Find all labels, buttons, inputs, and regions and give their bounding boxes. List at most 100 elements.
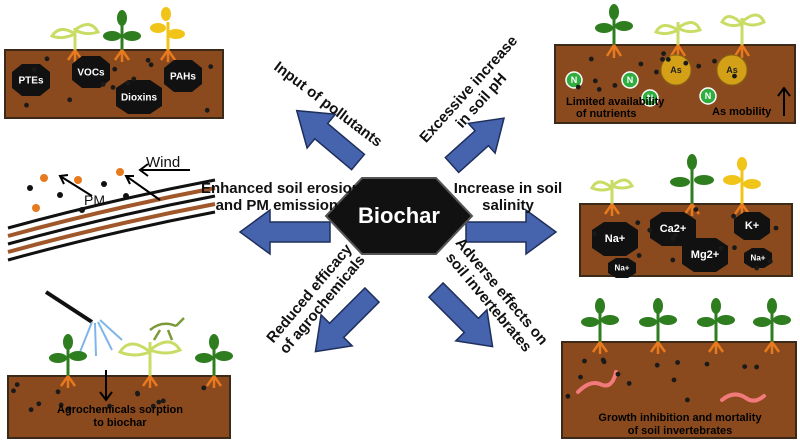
- soil-particle: [28, 407, 34, 413]
- soil-particle: [31, 67, 37, 73]
- soil-particle: [135, 391, 141, 397]
- ion-hexagon: [592, 222, 638, 256]
- soil-particle: [647, 227, 653, 233]
- ph-caption-left-line1: Limited availability: [566, 96, 665, 108]
- grasshopper-icon: [149, 317, 185, 341]
- plant-icon: [697, 298, 735, 354]
- soil-stripe: [7, 194, 216, 246]
- soil-stripe: [7, 178, 216, 230]
- soil-particle: [768, 258, 773, 264]
- arsenic-label: As: [670, 65, 682, 75]
- soil-particle: [672, 232, 678, 238]
- soil-particle: [44, 56, 50, 62]
- wind-label: Wind: [146, 154, 181, 171]
- nitrogen-circle: [641, 89, 659, 107]
- plant-icon: [195, 334, 233, 388]
- soil-particle: [112, 66, 118, 72]
- soil-particle: [24, 102, 29, 108]
- soil-block-agro: [7, 375, 231, 439]
- ion-label: Na+: [614, 263, 630, 273]
- soil-particle: [612, 83, 618, 88]
- soil-particle: [145, 57, 151, 63]
- arrow-to-salinity: [465, 208, 558, 256]
- pollutant-label: VOCs: [77, 67, 105, 79]
- plant-icon: [150, 7, 185, 62]
- soil-particle: [67, 97, 73, 103]
- plant-icon: [720, 13, 766, 58]
- pm-label: PM: [84, 192, 105, 208]
- ion-label: Ca2+: [659, 223, 687, 235]
- plant-icon: [653, 21, 703, 58]
- pollutant-hexagon: [12, 64, 50, 96]
- panel-ph: [554, 4, 796, 124]
- soil-particle: [592, 231, 597, 237]
- effect-label-salinity: Increase in soil salinity: [448, 180, 568, 214]
- soil-particle: [204, 107, 210, 113]
- panel-salinity: [579, 154, 793, 278]
- soil-particle: [638, 61, 644, 67]
- soil-particle: [712, 58, 717, 64]
- arrow-to-agro: [314, 286, 381, 353]
- worm-icon: [576, 370, 618, 394]
- plant-icon: [589, 178, 635, 216]
- panel-invert: [561, 298, 797, 439]
- effect-label-erosion: Enhanced soil erosion and PM emissions: [196, 180, 366, 214]
- arsenic-circle: [716, 54, 748, 86]
- ion-hexagon: [650, 212, 696, 246]
- pollutant-label: PAHs: [170, 71, 196, 83]
- plant-icon: [49, 334, 87, 388]
- soil-particle: [731, 213, 736, 219]
- nitrogen-label: N: [570, 75, 578, 85]
- effect-label-erosion-line1: Enhanced soil erosion: [200, 180, 362, 197]
- ion-hexagon: [608, 258, 636, 278]
- soil-particle: [588, 56, 594, 62]
- soil-particle: [732, 245, 737, 251]
- ion-label: K+: [744, 220, 760, 232]
- arrow-to-erosion: [238, 208, 331, 256]
- soil-particle: [131, 76, 137, 82]
- soil-particle: [754, 364, 759, 370]
- pm-arrow-icon: [58, 174, 93, 197]
- soil-block-invert: [561, 341, 797, 439]
- worm-icon: [720, 392, 766, 403]
- soil-particle: [718, 245, 724, 251]
- agro-caption-line1: Agrochemicals sorption: [57, 404, 183, 416]
- nitrogen-circle: [621, 71, 639, 89]
- soil-particle: [575, 84, 581, 90]
- pollutant-hexagon: [116, 80, 162, 114]
- soil-particle: [55, 389, 61, 395]
- invert-caption-line2: of soil invertebrates: [627, 425, 733, 437]
- plant-icon: [753, 298, 791, 354]
- soil-particle: [596, 87, 602, 92]
- soil-particle: [33, 78, 38, 84]
- soil-particle: [636, 253, 642, 258]
- spray-icon: [79, 319, 123, 357]
- soil-particle: [36, 401, 42, 407]
- nitrogen-label: N: [704, 91, 712, 101]
- soil-particle: [665, 57, 671, 62]
- soil-particle: [654, 362, 660, 368]
- pollutant-hexagon: [72, 56, 110, 88]
- soil-particle: [670, 257, 676, 263]
- soil-particle: [773, 225, 779, 231]
- soil-particle: [201, 385, 207, 391]
- soil-stripe: [7, 202, 216, 254]
- pollutant-hexagon: [164, 60, 202, 92]
- soil-particle: [671, 377, 677, 383]
- soil-stripe: [7, 186, 216, 238]
- soil-particle: [693, 207, 699, 212]
- soil-particle: [565, 393, 571, 399]
- nitrogen-label: N: [626, 75, 634, 85]
- soil-particle: [661, 51, 666, 56]
- effect-label-erosion-line2: and PM emissions: [215, 197, 347, 214]
- plant-icon: [103, 10, 141, 62]
- ion-label: Mg2+: [690, 249, 720, 261]
- plant-icon: [49, 23, 101, 62]
- soil-particle: [696, 63, 702, 69]
- panel-agro: [7, 290, 233, 439]
- sprayer-icon: [44, 290, 94, 324]
- biochar-label: Biochar: [358, 203, 440, 228]
- soil-particle: [58, 402, 64, 408]
- plant-icon: [639, 298, 677, 354]
- plant-icon: [723, 157, 761, 216]
